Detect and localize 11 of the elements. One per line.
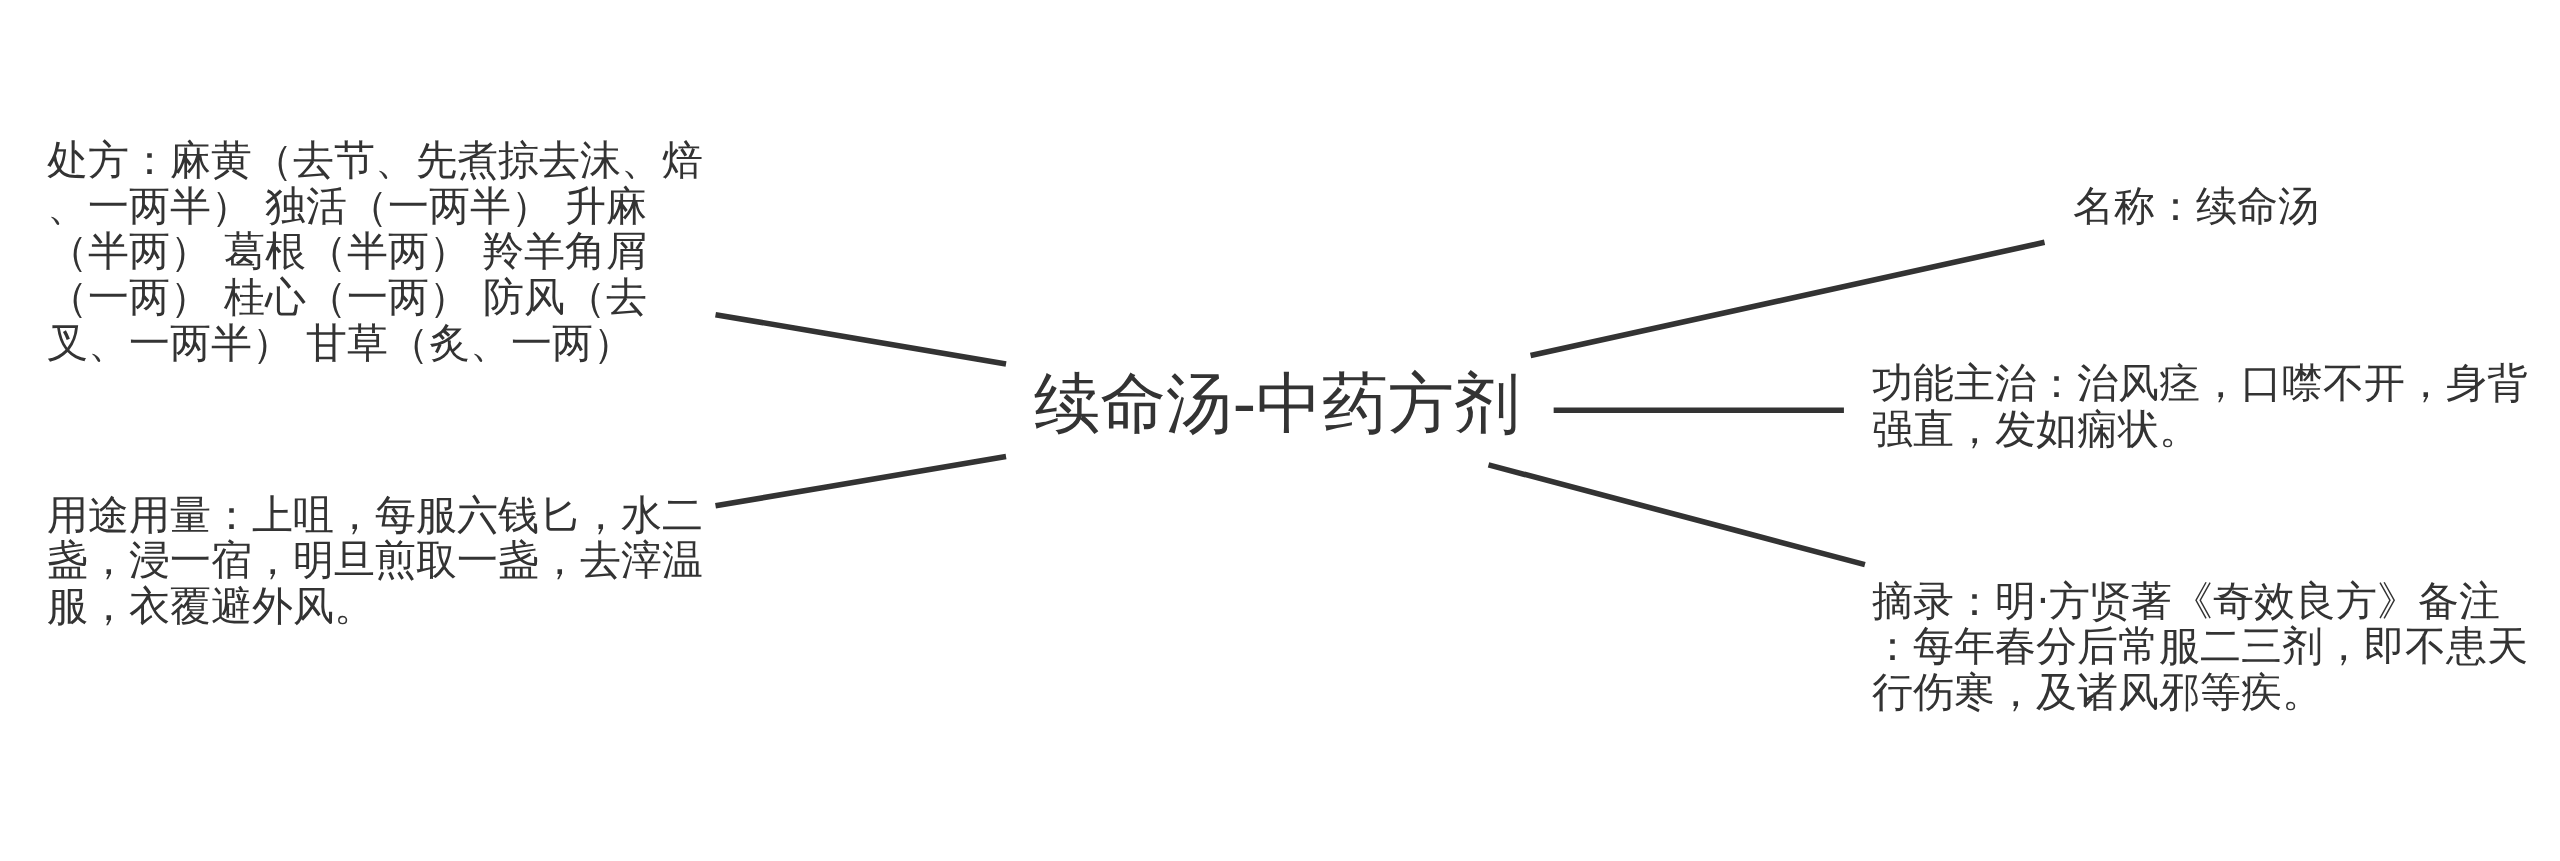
connector xyxy=(1487,462,1866,568)
node-text: 功能主治：治风痉，口噤不开，身背强直，发如痫状。 xyxy=(1872,359,2529,453)
node-text: 处方：麻黄（去节、先煮掠去沫、焙、一两半） 独活（一两半） 升麻（半两） 葛根（半两） 羚羊角屑（一两） 桂心（一两） 防风（去叉、一两半） 甘草（炙、一两） xyxy=(46,136,703,367)
node-text: 用途用量：上咀，每服六钱匕，水二盏，浸一宿，明旦煎取一盏，去滓温服，衣覆避外风。 xyxy=(46,490,703,630)
connector xyxy=(1529,239,2046,359)
node-text: 续命汤-中药方剂 xyxy=(1034,365,1521,443)
node-text: 摘录：明·方贤著《奇效良方》备注：每年春分后常服二三剂，即不患天行伤寒，及诸风邪等疾。 xyxy=(1872,576,2529,716)
node-text: 名称：续命汤 xyxy=(2072,181,2319,230)
connector xyxy=(715,453,1007,509)
connector xyxy=(715,311,1007,367)
connector xyxy=(1553,407,1844,414)
